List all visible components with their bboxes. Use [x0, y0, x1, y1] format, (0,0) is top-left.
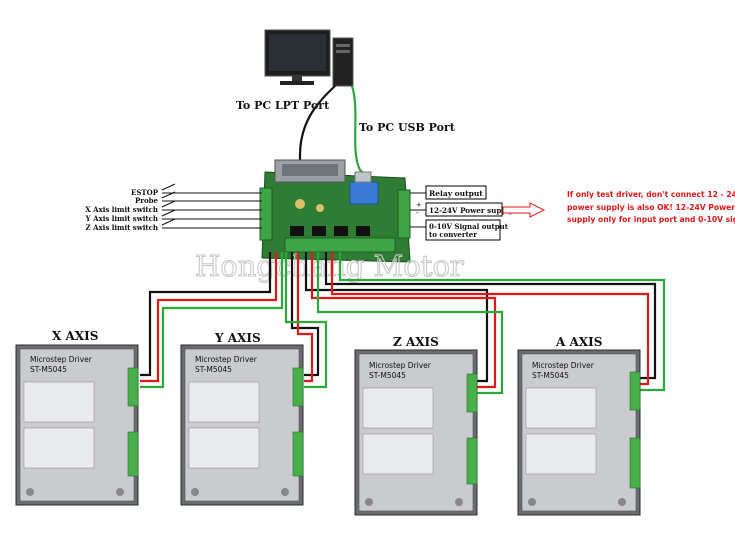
arrow-right-icon — [502, 202, 546, 218]
usb-port-label: To PC USB Port — [359, 121, 456, 134]
driver-z-title: Microstep Driver — [369, 361, 432, 370]
lpt-port-label: To PC LPT Port — [236, 99, 330, 112]
signal-output-label-2: to converter — [429, 230, 477, 239]
note-line-2: power supply is also OK! 12-24V Power — [567, 203, 735, 212]
input-label-y-limit: Y Axis limit switch — [85, 214, 158, 223]
power-supply-label: 12-24V Power supply — [429, 206, 514, 215]
input-label-z-limit: Z Axis limit switch — [86, 223, 158, 232]
y-axis-label: Y AXIS — [214, 331, 261, 345]
driver-a-title: Microstep Driver — [532, 361, 595, 370]
breakout-board — [259, 159, 411, 263]
driver-z-model: ST-M5045 — [369, 371, 406, 380]
driver-y — [180, 344, 304, 506]
input-label-probe: Probe — [135, 196, 159, 205]
x-axis-label: X AXIS — [52, 329, 98, 343]
driver-x-model: ST-M5045 — [30, 365, 67, 374]
driver-wires — [140, 252, 666, 395]
signal-output-label-1: 0-10V Signal output — [429, 222, 509, 231]
relay-output-box — [425, 185, 487, 200]
svg-text:+: + — [416, 201, 422, 209]
input-label-estop: ESTOP — [131, 188, 159, 197]
svg-text:-: - — [416, 209, 419, 217]
note-line-1: If only test driver, don't connect 12 - … — [567, 190, 735, 199]
lpt-cable — [298, 85, 336, 170]
driver-a-model: ST-M5045 — [532, 371, 569, 380]
driver-y-model: ST-M5045 — [195, 365, 232, 374]
driver-a — [517, 349, 641, 516]
signal-output-box — [425, 219, 501, 241]
z-axis-label: Z AXIS — [393, 335, 439, 349]
input-label-x-limit: X Axis limit switch — [85, 205, 158, 214]
driver-x — [15, 344, 139, 506]
relay-output-label: Relay output — [429, 189, 483, 198]
driver-z — [354, 349, 478, 516]
a-axis-label: A AXIS — [555, 335, 602, 349]
pc-computer-icon — [264, 29, 354, 87]
note-line-3: supply only for input port and 0-10V sig… — [567, 215, 735, 224]
input-switches — [161, 183, 262, 229]
watermark-text: Hongchang Motor — [195, 249, 464, 283]
driver-x-title: Microstep Driver — [30, 355, 93, 364]
usb-cable — [350, 85, 373, 181]
power-supply-box — [425, 202, 503, 217]
driver-y-title: Microstep Driver — [195, 355, 258, 364]
